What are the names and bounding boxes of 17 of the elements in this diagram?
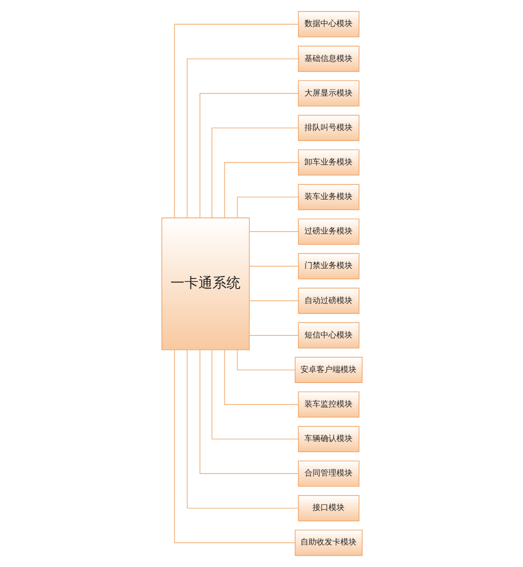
connector (224, 162, 298, 218)
connector (211, 350, 298, 440)
node-box: 一卡通系统 (160, 218, 250, 350)
connector (186, 58, 298, 218)
connector (211, 128, 298, 218)
connector (174, 350, 295, 544)
connector (236, 196, 298, 218)
connector (248, 231, 298, 232)
connector (248, 266, 298, 267)
connector (248, 300, 298, 302)
connector (186, 350, 298, 509)
connector (174, 24, 298, 218)
connector (199, 93, 298, 218)
connector (236, 350, 295, 370)
connector (199, 350, 298, 474)
connector (224, 349, 298, 405)
connector (248, 335, 298, 336)
